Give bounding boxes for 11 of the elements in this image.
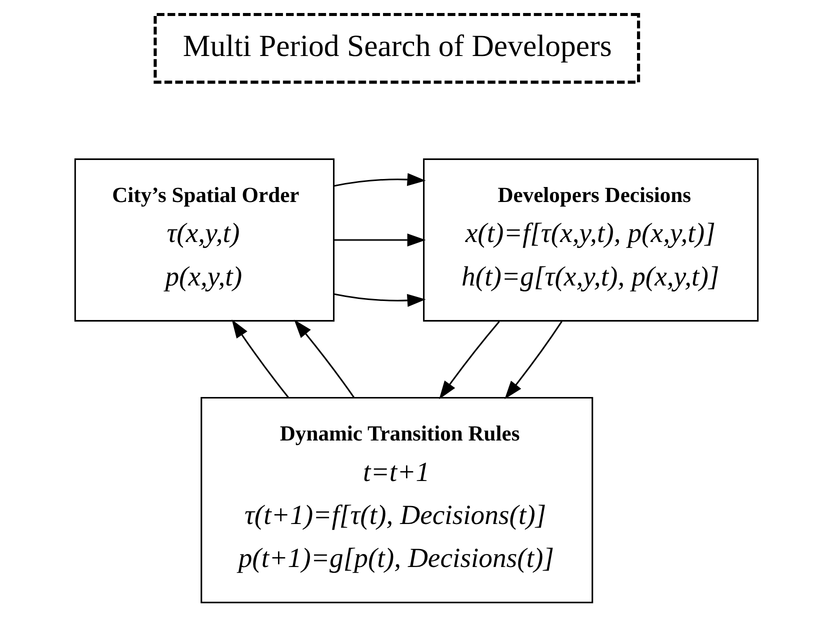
arrow [439, 320, 500, 400]
arrow [232, 320, 289, 398]
arrow [334, 293, 426, 307]
node-box: Developers Decisions x(t)=f[τ(x,y,t), p(x,y,t)] h(t)=g[τ(x,y,t), p(x,y,t)] [423, 158, 759, 322]
arrow [504, 321, 562, 400]
arrow [334, 173, 426, 187]
node-box: City’s Spatial Order τ(x,y,t) p(x,y,t) [74, 158, 335, 322]
node-box: Dynamic Transition Rules t=t+1 τ(t+1)=f[τ(t), Decisions(t)] p(t+1)=g[p(t), Decisions(t)] [200, 397, 594, 604]
arrow [334, 234, 426, 246]
arrow [294, 320, 355, 398]
node-box: Multi Period Search of Developers [154, 12, 640, 84]
